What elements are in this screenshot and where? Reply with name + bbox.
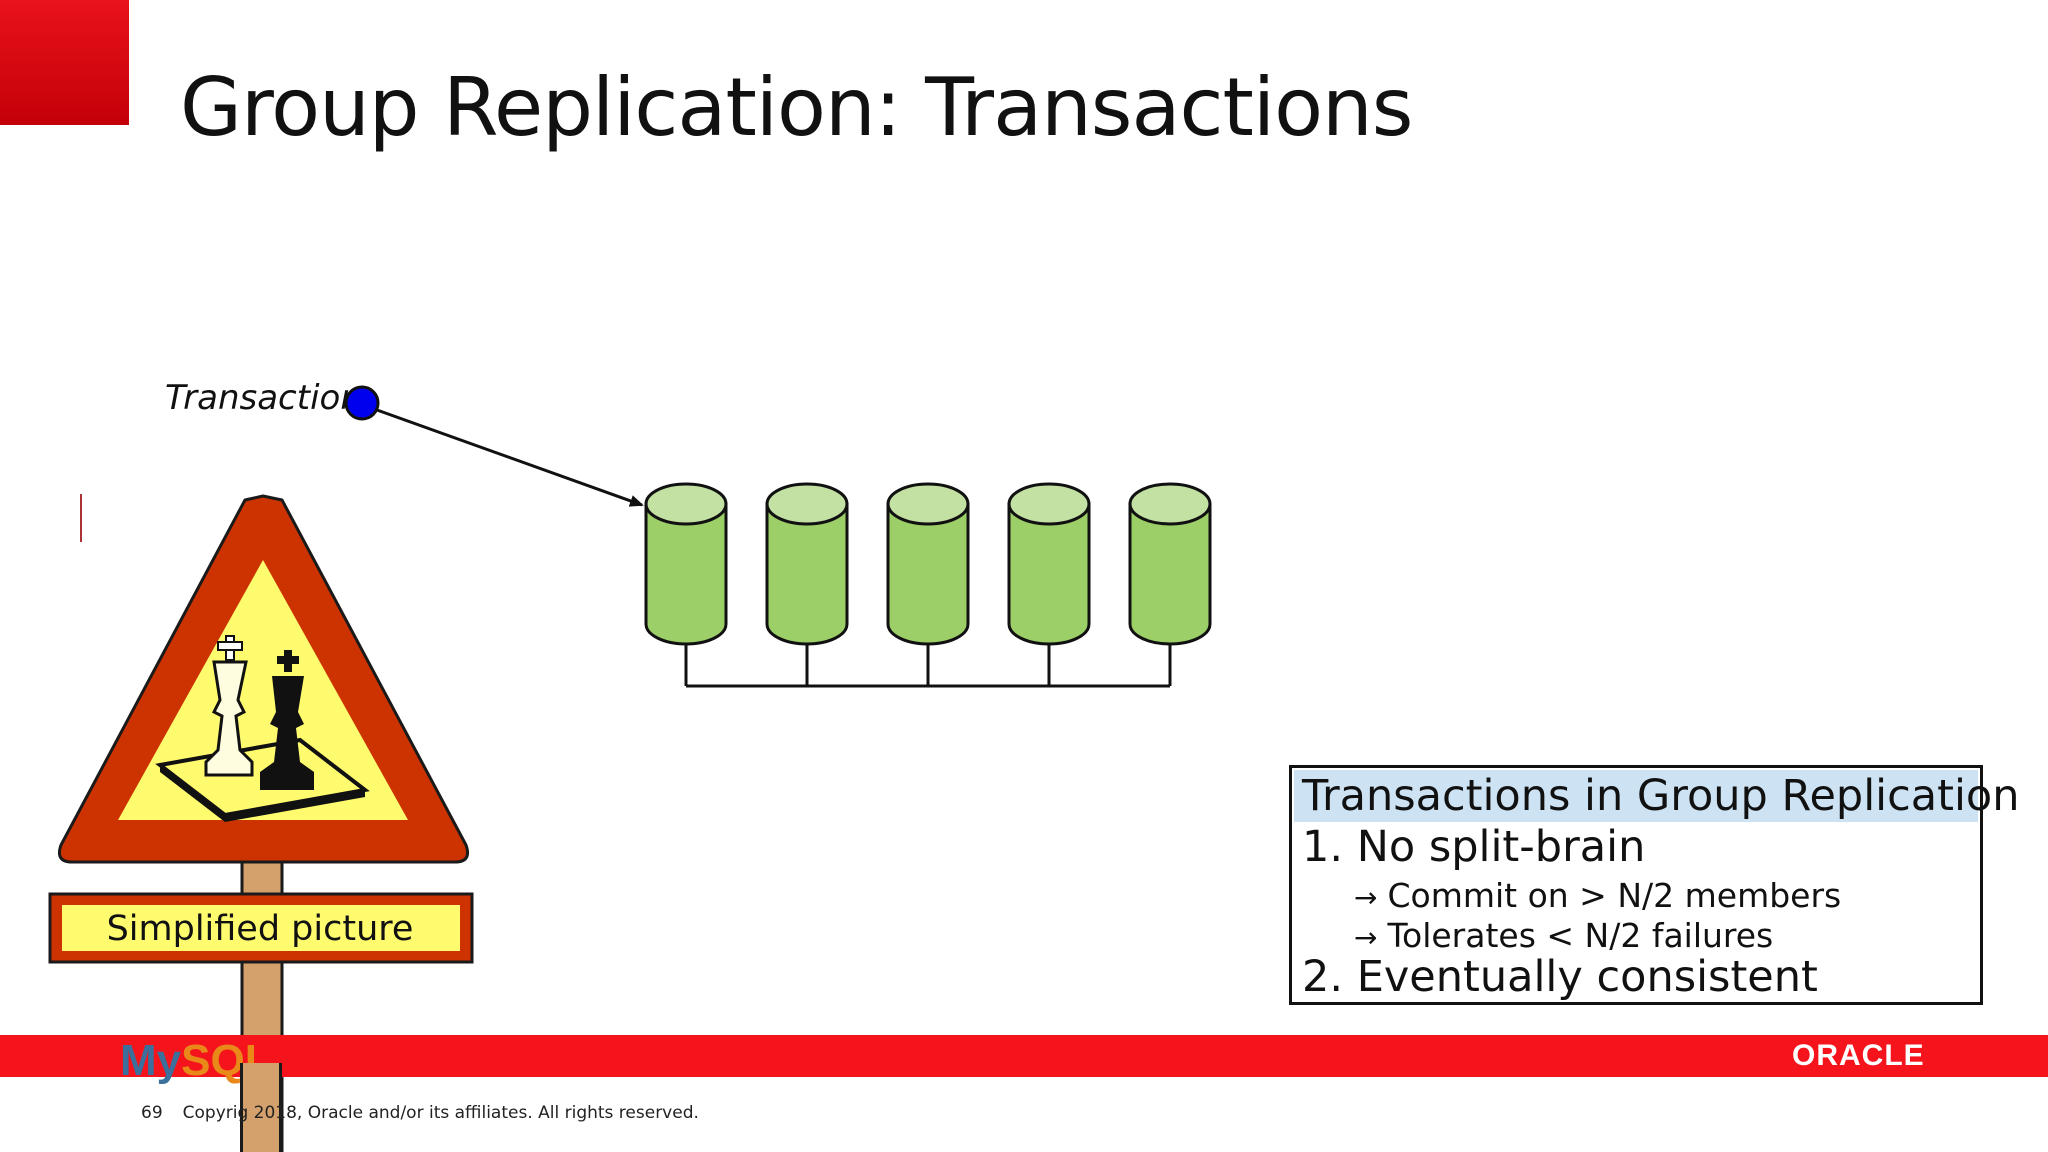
copyright-text: Copyrig 2018, Oracle and/or its affiliat…: [183, 1103, 699, 1123]
server-cylinder: [1009, 484, 1089, 686]
info-subitem-2: → Tolerates < N/2 failures: [1354, 916, 1773, 955]
slide-number: 69: [141, 1103, 163, 1123]
info-item-2: 2. Eventually consistent: [1302, 952, 1818, 1002]
sign-label: Simplified picture: [50, 896, 470, 962]
info-subitem-1-text: Commit on > N/2 members: [1387, 876, 1841, 915]
server-cylinder: [1130, 484, 1210, 686]
mysql-logo-my: My: [120, 1036, 181, 1085]
info-subitem-1: → Commit on > N/2 members: [1354, 876, 1841, 915]
oracle-logo: ORACLE: [1792, 1040, 1925, 1072]
server-cylinder: [767, 484, 847, 686]
info-subitem-2-text: Tolerates < N/2 failures: [1387, 916, 1773, 955]
server-cylinder: [646, 484, 726, 686]
transaction-arrow: [377, 410, 642, 505]
transaction-dot: [346, 387, 378, 419]
arrow-right-icon: →: [1354, 881, 1377, 914]
info-box-title: Transactions in Group Replication: [1294, 770, 1978, 822]
info-item-1: 1. No split-brain: [1302, 822, 1645, 872]
server-cylinder: [888, 484, 968, 686]
footer-text: 69 Copyrig 2018, Oracle and/or its affili…: [141, 1103, 699, 1123]
arrow-right-icon: →: [1354, 921, 1377, 954]
info-box: Transactions in Group Replication 1. No …: [1289, 765, 1983, 1005]
server-group: [646, 484, 1210, 686]
footer-bar: [0, 1035, 2048, 1077]
